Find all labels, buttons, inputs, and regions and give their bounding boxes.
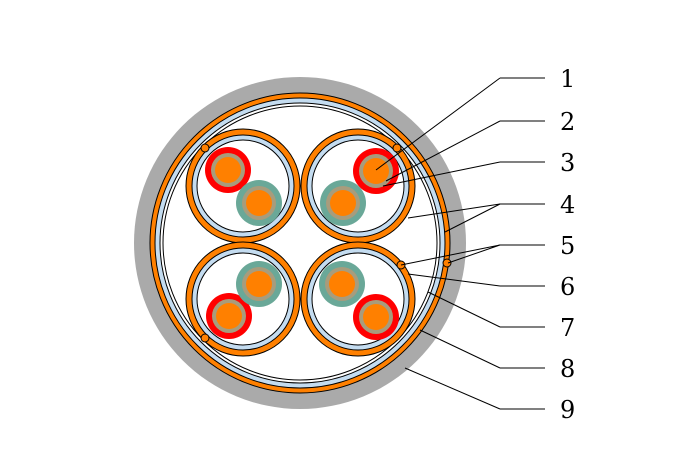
green-core-1-conductor — [246, 190, 272, 216]
pair-drain-wire-3 — [200, 333, 210, 343]
green-core-3-conductor — [246, 271, 272, 297]
label-3: 3 — [560, 149, 575, 177]
label-5: 5 — [560, 232, 575, 260]
leader-line-1 — [375, 77, 545, 171]
label-2: 2 — [560, 108, 575, 136]
green-core-4-conductor — [329, 271, 355, 297]
leader-line-2 — [385, 120, 545, 182]
label-8: 8 — [560, 355, 575, 383]
callout-labels: 1 2 3 4 5 6 7 8 9 — [560, 65, 575, 424]
label-4: 4 — [560, 191, 575, 219]
leader-line-6 — [407, 273, 545, 287]
leader-line-3 — [382, 161, 545, 187]
label-1: 1 — [560, 65, 575, 93]
leader-lines — [375, 77, 545, 410]
leader-line-7 — [427, 291, 545, 328]
pair-drain-wire-2 — [392, 143, 402, 153]
green-core-2-conductor — [330, 190, 356, 216]
red-core-1-conductor — [215, 157, 241, 183]
cable — [134, 77, 466, 409]
leader-line-5 — [400, 244, 545, 266]
red-core-4-conductor — [363, 304, 389, 330]
label-7: 7 — [560, 314, 575, 342]
red-core-3-conductor — [216, 303, 242, 329]
label-9: 9 — [560, 396, 575, 424]
leader-line-8 — [419, 329, 545, 369]
drain-wire-overall — [442, 258, 452, 268]
leader-line-9 — [404, 367, 545, 410]
red-core-2-conductor — [363, 158, 389, 184]
label-6: 6 — [560, 273, 575, 301]
pair-drain-wire-1 — [200, 143, 210, 153]
leader-line-4 — [407, 203, 545, 233]
